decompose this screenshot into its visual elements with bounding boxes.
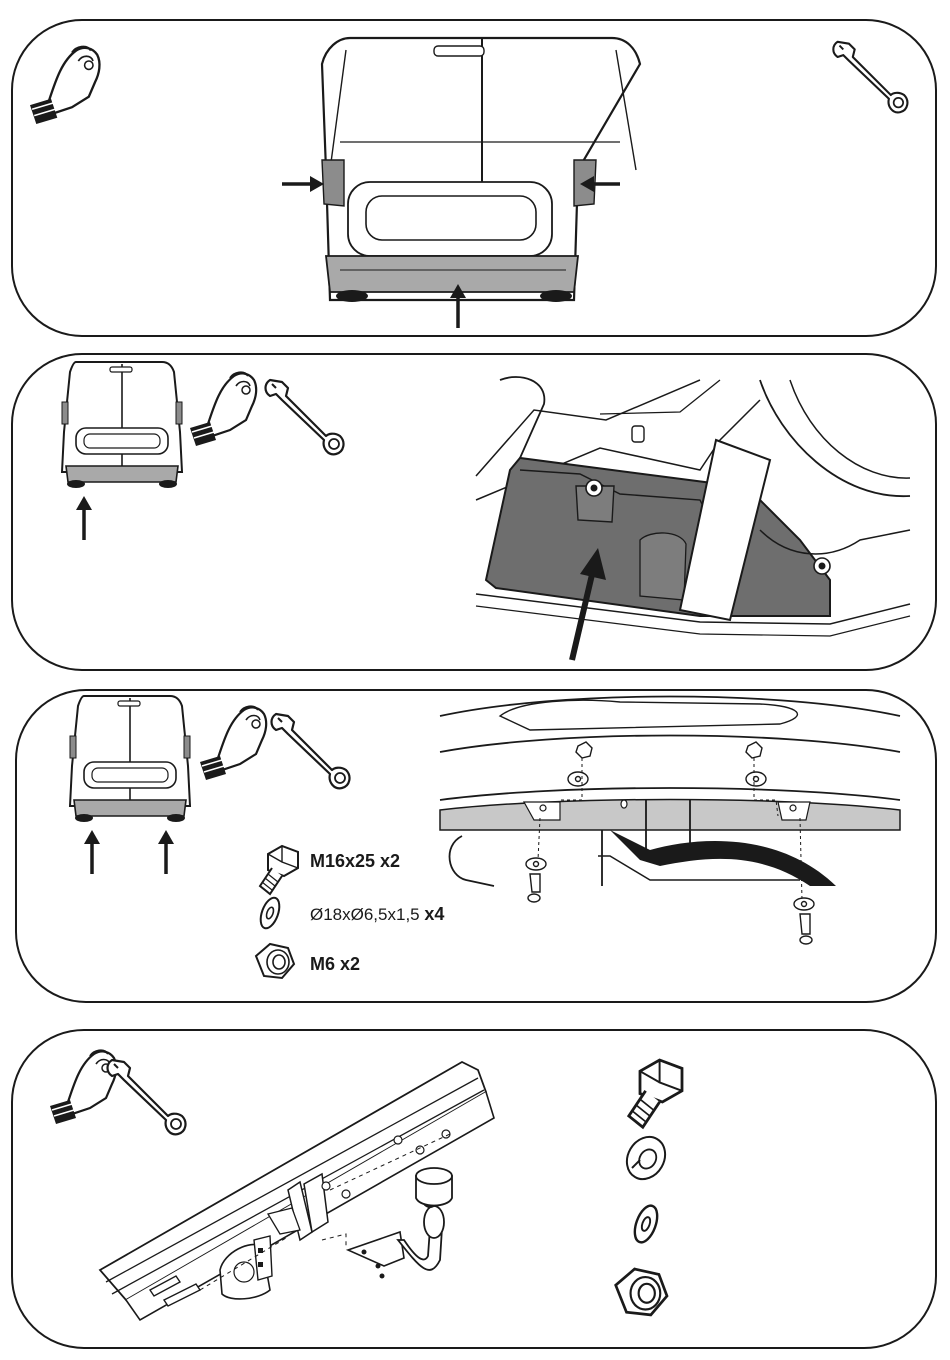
van-rear-small	[62, 362, 182, 488]
step-2-panel	[12, 354, 936, 670]
van-rear-small	[70, 696, 190, 822]
step-4-panel	[12, 1030, 936, 1348]
step-3-panel: M16x25 x2 Ø18xØ6,5x1,5 x4 M6 x2	[16, 690, 936, 1002]
part-label-bolt: M16x25 x2	[310, 851, 400, 871]
part-label-nut: M6 x2	[310, 954, 360, 974]
part-label-washer: Ø18xØ6,5x1,5 x4	[310, 904, 444, 924]
step-1-panel	[12, 20, 936, 336]
